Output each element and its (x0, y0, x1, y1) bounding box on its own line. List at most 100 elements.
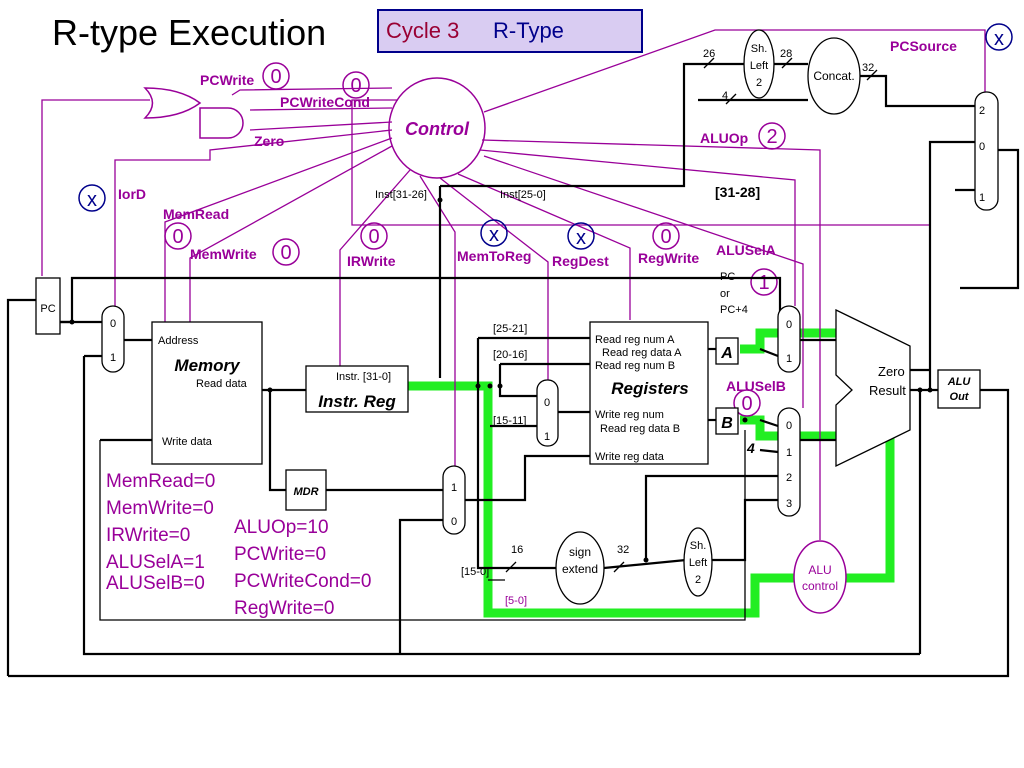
wire-width-16: 16 (511, 544, 523, 556)
alu-zero: Zero (878, 364, 905, 379)
memory-read-data: Read data (196, 378, 248, 390)
register-a-label: A (720, 345, 733, 362)
shift-left-bottom-line2: Left (689, 557, 707, 569)
alu-out-line2: Out (950, 391, 970, 403)
aluselb-value-circle (733, 389, 761, 417)
pcwrite-value: 0 (270, 66, 281, 88)
regdest-label: RegDest (552, 253, 609, 269)
summary-left-line: ALUSelA=1 (106, 552, 205, 573)
shift-left-bottom-line1: Sh. (690, 540, 707, 552)
iord-mux-in1: 1 (110, 352, 116, 364)
irwrite-label: IRWrite (347, 253, 396, 269)
registers-read-data-b: Read reg data B (600, 423, 680, 435)
bits-31-28-label: [31-28] (715, 184, 760, 200)
data-wires (6, 62, 1020, 678)
registers-write-reg-data: Write reg data (595, 451, 665, 463)
summary-right-line: PCWriteCond=0 (234, 571, 371, 592)
aluselb-value: 0 (741, 393, 752, 415)
summary-right-line: RegWrite=0 (234, 598, 335, 619)
pcsource-value: x (994, 28, 1004, 50)
alu-out-line1: ALU (947, 376, 972, 388)
pc-or-line3: PC+4 (720, 304, 748, 316)
shift-left-bottom-line3: 2 (695, 574, 701, 586)
alusela-value-circle (750, 268, 778, 296)
or-gate (143, 87, 202, 119)
pcwritecond-label: PCWriteCond (280, 94, 370, 110)
control-lines (41, 29, 986, 540)
pcsource-mux-in2: 2 (979, 105, 985, 117)
register-file (589, 321, 709, 465)
memory (151, 321, 263, 465)
summary-right: ALUOp=10 PCWrite=0 PCWriteCond=0 RegWrit… (234, 517, 371, 619)
regdest-value-circle (567, 222, 595, 250)
register-a (715, 337, 739, 365)
wire-width-4-top: 4 (722, 90, 728, 102)
cycle-banner (377, 9, 643, 53)
wire-width-26: 26 (703, 48, 715, 60)
shift-left-top-line2: Left (750, 60, 768, 72)
aluselb-mux-in0: 0 (786, 420, 792, 432)
pcsource-mux (974, 91, 999, 211)
alu-out-register (937, 369, 981, 409)
regdst-mux-in0: 0 (544, 397, 550, 409)
page-title: R-type Execution (52, 12, 326, 53)
memread-value: 0 (172, 226, 183, 248)
iord-value-circle (78, 184, 106, 212)
iord-mux-in0: 0 (110, 318, 116, 330)
register-b-label: B (721, 415, 733, 432)
mdr-label: MDR (293, 486, 318, 498)
mdr-register (285, 469, 327, 511)
wire-width-32-top: 32 (862, 62, 874, 74)
regwrite-value: 0 (660, 226, 671, 248)
pcsource-value-circle (985, 23, 1013, 51)
bits-20-16-label: [20-16] (493, 349, 527, 361)
constant-four: 4 (746, 440, 755, 456)
memwrite-value-circle (272, 238, 300, 266)
control-unit (388, 77, 486, 179)
memtoreg-label: MemToReg (457, 248, 531, 264)
memory-title: Memory (174, 356, 241, 375)
memtoreg-mux-in1: 1 (451, 482, 457, 494)
summary-left-line: ALUSelB=0 (106, 573, 205, 594)
alusela-value: 1 (758, 272, 769, 294)
pcsource-mux-in0: 0 (979, 141, 985, 153)
memwrite-label: MemWrite (190, 246, 257, 262)
bus-width-marks (505, 57, 878, 573)
irwrite-value: 0 (368, 226, 379, 248)
bits-5-0-label: [5-0] (505, 595, 527, 607)
memwrite-value: 0 (280, 242, 291, 264)
memtoreg-value-circle (480, 219, 508, 247)
shift-left-top (743, 29, 775, 99)
cycle-label: Cycle 3 (386, 18, 459, 43)
concat (807, 37, 861, 115)
memtoreg-mux-in0: 0 (451, 516, 457, 528)
aluop-value-circle (758, 122, 786, 150)
pcwritecond-value: 0 (350, 75, 361, 97)
wire-width-28: 28 (780, 48, 792, 60)
aluselb-label: ALUSelB (726, 378, 786, 394)
regdest-value: x (576, 227, 586, 249)
instr-reg-title: Instr. Reg (318, 392, 396, 411)
memory-address: Address (158, 335, 199, 347)
summary-right-line: ALUOp=10 (234, 517, 329, 538)
alu (835, 308, 911, 468)
pc-register (35, 277, 61, 335)
alu-control-line1: ALU (808, 563, 831, 577)
alusela-label: ALUSelA (716, 242, 776, 258)
cycle-type: R-Type (493, 18, 564, 43)
pcsource-mux-in1: 1 (979, 192, 985, 204)
instruction-register (305, 365, 409, 413)
memread-label: MemRead (163, 206, 229, 222)
aluselb-mux-in2: 2 (786, 472, 792, 484)
bits-25-21-label: [25-21] (493, 323, 527, 335)
aluop-label: ALUOp (700, 130, 748, 146)
registers-write-reg-num: Write reg num (595, 409, 664, 421)
register-b (715, 407, 739, 435)
pcwritecond-value-circle (342, 71, 370, 99)
and-gate (199, 107, 244, 139)
inst-25-0-label: Inst[25-0] (500, 189, 546, 201)
shift-left-top-line3: 2 (756, 77, 762, 89)
bits-15-0-label: [15-0] (461, 566, 489, 578)
regdst-mux (536, 379, 559, 447)
